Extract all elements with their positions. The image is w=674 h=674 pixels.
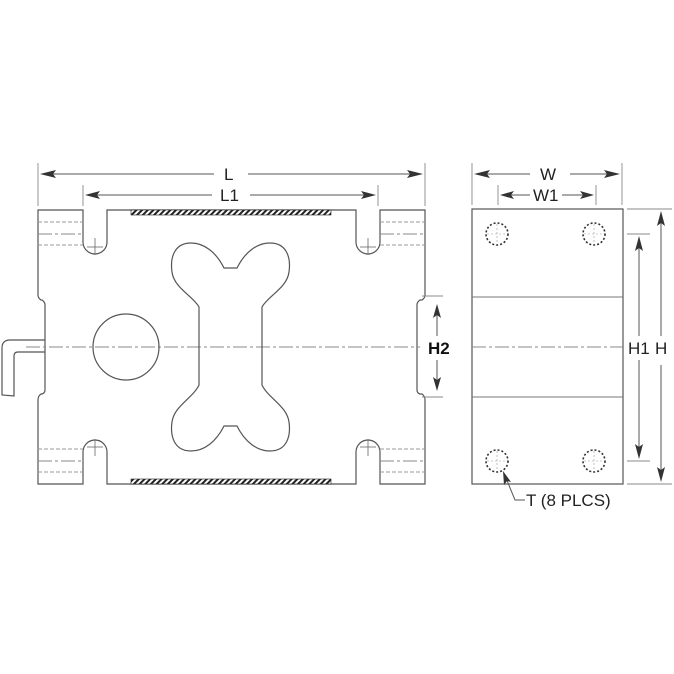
dim-L-label: L <box>224 165 233 184</box>
top-gauge-strip <box>130 209 332 216</box>
bottom-gauge-strip <box>130 478 332 485</box>
end-dimensions: W W1 H1 H <box>471 163 672 485</box>
circular-hole <box>92 313 160 381</box>
tap-hole <box>582 449 606 473</box>
dim-H-label: H <box>655 339 667 358</box>
dim-W-label: W <box>540 165 556 184</box>
side-view-outline <box>37 209 426 485</box>
tap-hole <box>485 222 509 246</box>
end-view-outline <box>471 208 624 485</box>
end-view: T (8 PLCS) <box>471 208 624 510</box>
side-view <box>1 209 426 485</box>
tap-callout-label: T (8 PLCS) <box>526 491 611 510</box>
tap-hole <box>582 222 606 246</box>
tap-callout-leader <box>505 477 525 501</box>
dim-H1-label: H1 <box>628 339 650 358</box>
tap-hole <box>485 449 509 473</box>
dim-L1-label: L1 <box>220 186 239 205</box>
dim-W1-label: W1 <box>533 186 559 205</box>
hidden-bolt-holes <box>38 221 425 473</box>
side-dimensions: L L1 H2 <box>37 163 450 398</box>
bone-cutout <box>170 242 291 452</box>
slot-center-marks <box>87 238 376 456</box>
dim-H2-label: H2 <box>428 339 450 358</box>
cable-exit <box>1 339 45 397</box>
